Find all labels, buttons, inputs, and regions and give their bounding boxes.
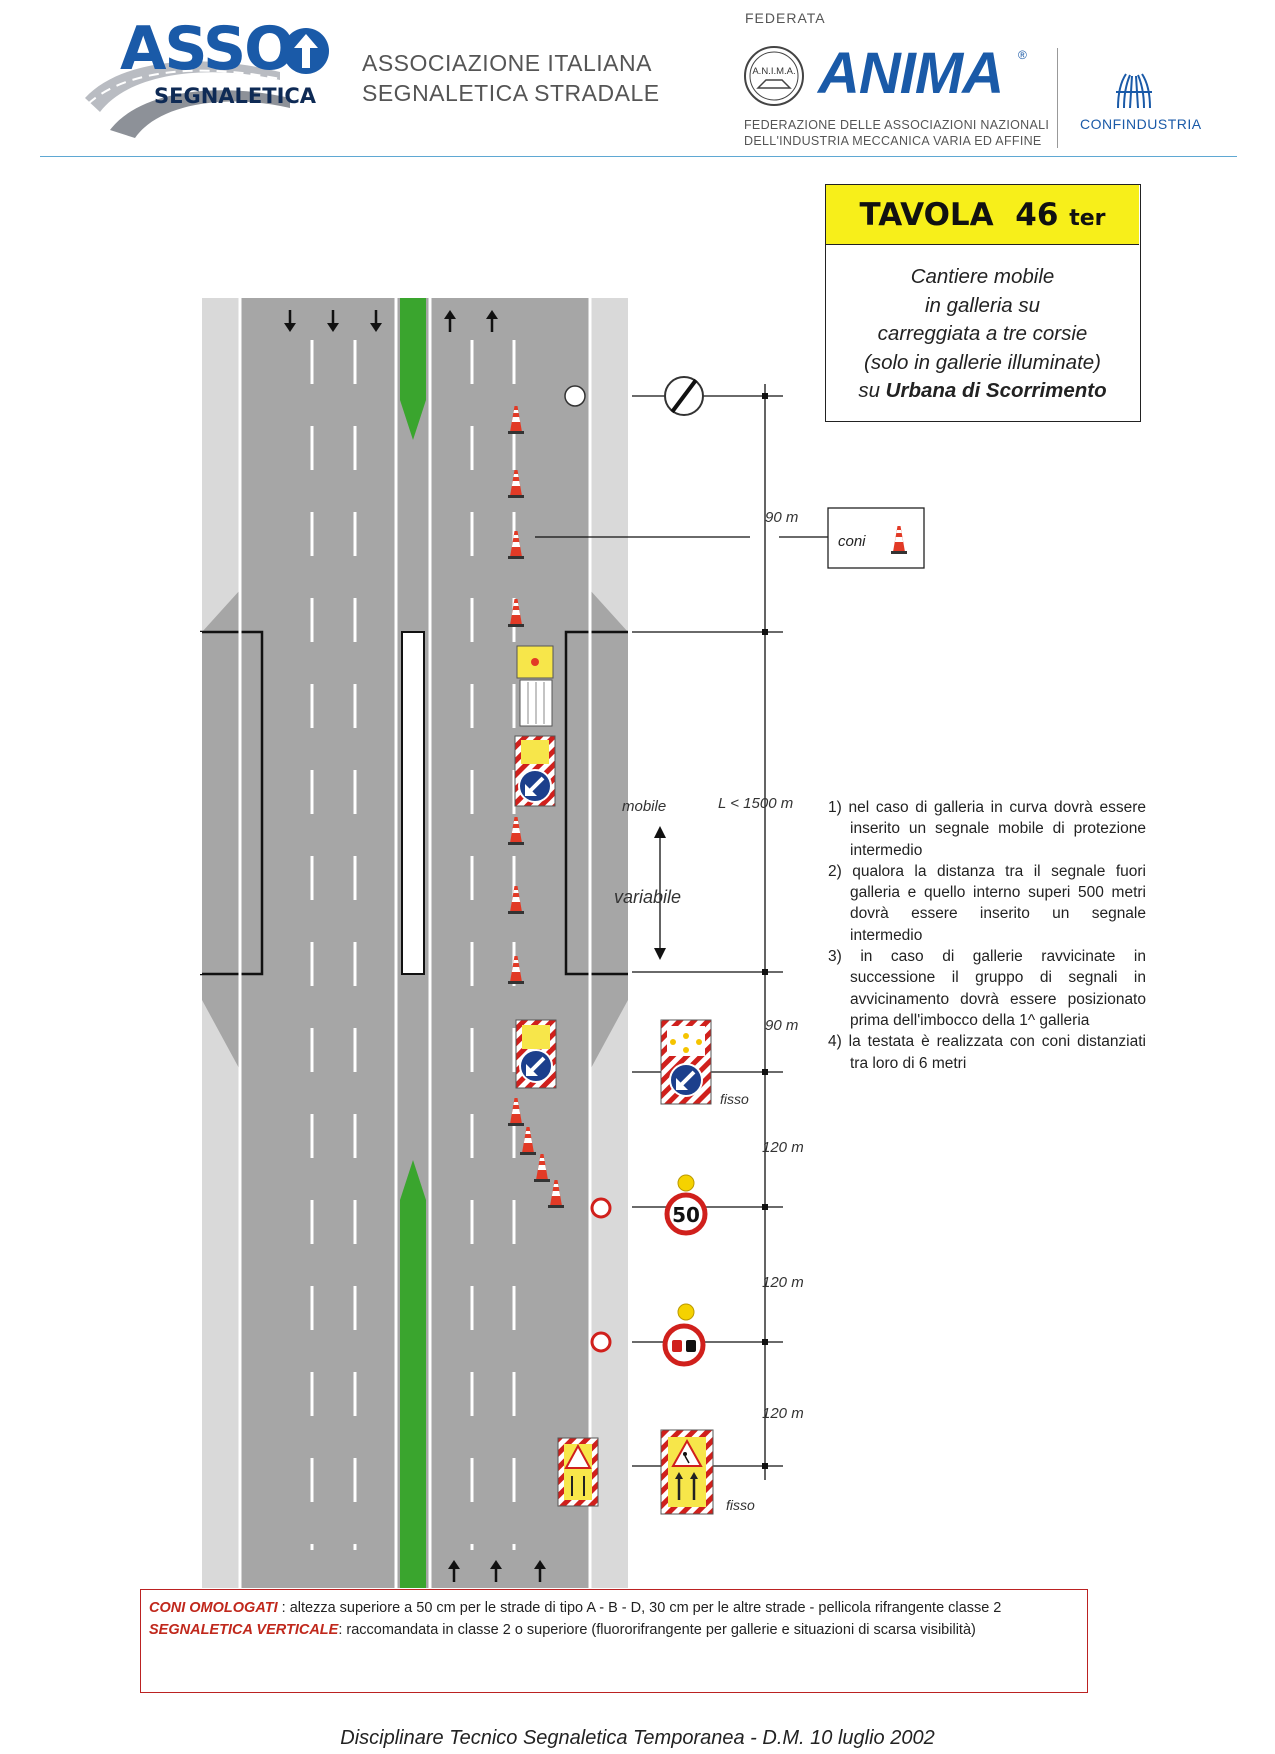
association-line-1: ASSOCIAZIONE ITALIANA [362,50,652,76]
legend-text-cones: : altezza superiore a 50 cm per le strad… [277,1600,1002,1616]
length-limit-label: L < 1500 m [718,795,793,812]
coni-label: coni [838,533,866,550]
anima-subtitle-line-1: FEDERAZIONE DELLE ASSOCIAZIONI NAZIONALI [744,118,1050,132]
header-rule [40,156,1237,157]
distance-120-c: 120 m [762,1405,804,1422]
note-item: 3) in caso di gallerie ravvicinate in su… [828,948,1146,1029]
title-desc-prefix: su [858,379,886,402]
confindustria-label: CONFINDUSTRIA [1080,116,1202,132]
asso-subtitle: SEGNALETICA [154,84,317,108]
page-footer: Disciplinare Tecnico Segnaletica Tempora… [340,1727,935,1749]
no-overtaking-icon [662,1303,706,1367]
title-desc-line-2: in galleria su [924,293,1041,317]
title-suffix: ter [1069,206,1106,231]
anima-subtitle-line-2: DELL'INDUSTRIA MECCANICA VARIA ED AFFINE [744,134,1042,148]
distance-120-b: 120 m [762,1274,804,1291]
asso-logo: ASSO SEGNALETICA [80,14,330,140]
association-name: ASSOCIAZIONE ITALIANA SEGNALETICA STRADA… [362,48,660,108]
legend-line-cones: CONI OMOLOGATI : altezza superiore a 50 … [149,1600,1001,1616]
arrow-up-icon [294,34,318,68]
title-description: Cantiere mobile in galleria su carreggia… [826,263,1139,406]
note-item: 1) nel caso di galleria in curva dovrà e… [828,799,1146,859]
road-curve-icon [85,61,290,138]
roadworks-icon [683,1452,690,1464]
legend-box: CONI OMOLOGATI : altezza superiore a 50 … [140,1589,1088,1693]
mobile-label: mobile [622,798,666,815]
fixed-sign-keep-left [660,1019,712,1105]
legend-line-signs: SEGNALETICA VERTICALE: raccomandata in c… [149,1622,976,1638]
title-desc-line-4: (solo in gallerie illuminate) [864,350,1101,374]
up-arrow-badge [283,28,329,74]
title-desc-line-1: Cantiere mobile [910,265,1055,288]
note-item: 2) qualora la distanza tra il segnale fu… [828,862,1146,944]
association-line-2: SEGNALETICA STRADALE [362,80,660,106]
lane-closed-icon [660,1429,714,1515]
legend-key-signs: SEGNALETICA VERTICALE [149,1622,339,1638]
road-diagram: coni 50 90 m mobile L < 1500 m var [181,298,925,1588]
title-band [826,185,1139,245]
roadworks-sign-shoulder [557,1437,599,1507]
title-desc-bold: Urbana di Scorrimento [885,379,1107,402]
end-restriction-icon [664,376,704,416]
fisso-label-2: fisso [726,1497,755,1513]
federata-label: FEDERATA [745,10,826,26]
note-item: 4) la testata è realizzata con coni dist… [828,1033,1146,1072]
work-vehicle [514,645,556,807]
title-tavola: TAVOLA [859,197,994,233]
anima-wordmark: ANIMA [818,41,1004,106]
speed-limit-value: 50 [672,1203,700,1227]
title-desc-line-5: su Urbana di Scorrimento [826,377,1139,406]
variabile-label: variabile [614,887,681,907]
speed-limit-icon: 50 [664,1174,708,1236]
title-heading: TAVOLA 46 ter [826,197,1139,233]
anima-registered-mark: ® [1018,48,1027,62]
fisso-label-1: fisso [720,1091,749,1107]
title-desc-line-3: carreggiata a tre corsie [877,322,1088,345]
anima-subtitle: FEDERAZIONE DELLE ASSOCIAZIONI NAZIONALI… [744,117,1049,149]
distance-90-top: 90 m [765,509,798,526]
legend-key-cones: CONI OMOLOGATI [149,1600,278,1616]
anima-seal-text: A.N.I.M.A. [752,66,795,77]
protection-vehicle [515,1019,557,1089]
header-divider [1057,48,1058,148]
anima-seal: A.N.I.M.A. [742,44,806,108]
title-box: TAVOLA 46 ter Cantiere mobile in galleri… [825,184,1141,422]
notes-list: 1) nel caso di galleria in curva dovrà e… [828,797,1146,1074]
fasces-icon [1112,70,1156,112]
asso-wordmark: ASSO [120,14,295,84]
distance-120-a: 120 m [762,1139,804,1156]
title-number: 46 [1015,197,1059,233]
legend-text-signs: : raccomandata in classe 2 o superiore (… [338,1622,976,1638]
distance-90-bottom: 90 m [765,1017,798,1034]
